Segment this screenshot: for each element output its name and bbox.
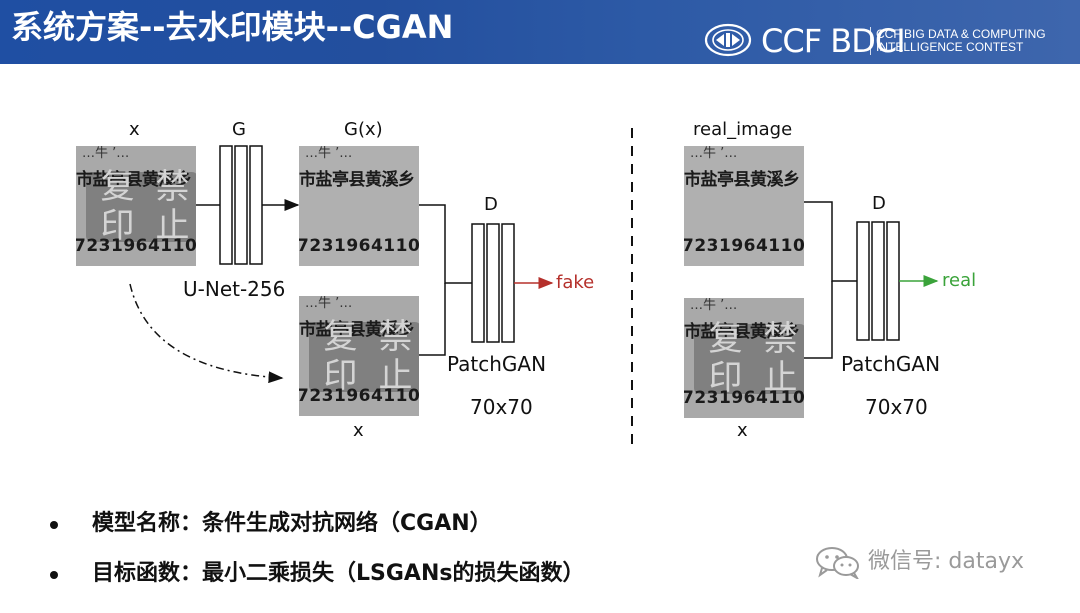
condition-x-label-right: x [737, 420, 748, 441]
stamp-char: 止 [155, 206, 190, 246]
image-number-text: 7231964110 [299, 386, 419, 406]
output-fake-label: fake [556, 272, 595, 293]
discriminator-label-left: D [484, 194, 498, 215]
image-address-text: 市盐亭县黄溪乡 [684, 322, 800, 342]
watermark-text: 微信号: datayx [868, 549, 1024, 574]
discriminator-block-right [856, 221, 900, 341]
stamp-char: 复 [100, 167, 135, 207]
logo-subtitle-line2: INTELLIGENCE CONTEST [876, 40, 1024, 54]
image-head-text: …牛 ’… [82, 146, 130, 161]
image-number-text: 7231964110 [684, 236, 804, 256]
watermark-stamp [86, 172, 196, 242]
discriminator-caption-right: PatchGAN [841, 352, 941, 376]
stamp-characters: 复 禁 印 止 [90, 168, 196, 246]
watermark-stamp [694, 324, 804, 394]
condition-image-right: …牛 ’… 市盐亭县黄溪乡 复 禁 印 止 7231964110 [684, 298, 804, 418]
image-number-text: 7231964110 [299, 236, 419, 256]
image-address-text: 市盐亭县黄溪乡 [76, 170, 192, 190]
wire-real-to-d [804, 201, 857, 282]
condition-x-label-left: x [353, 420, 364, 441]
logo-subtitle-line1: CCF BIG DATA & COMPUTING [876, 27, 1046, 41]
bullet-model-name: 模型名称：条件生成对抗网络（CGAN） [92, 511, 492, 536]
image-number-text: 7231964110 [76, 236, 196, 256]
stamp-char: 复 [323, 317, 358, 357]
generator-block [219, 145, 263, 265]
real-image-label: real_image [693, 119, 793, 140]
patch-size-left: 70x70 [470, 395, 533, 419]
image-head-text: …牛 ’… [305, 146, 353, 161]
input-image-watermarked: …牛 ’… 市盐亭县黄溪乡 复 禁 印 止 7231964110 [76, 146, 196, 266]
stamp-char: 印 [708, 358, 743, 398]
wire-gx-to-d [419, 204, 472, 284]
stamp-char: 止 [378, 356, 413, 396]
stamp-char: 印 [100, 206, 135, 246]
condition-dashed-arrow [129, 283, 284, 384]
discriminator-label-right: D [872, 193, 886, 214]
wire-xcond-to-d [419, 283, 446, 356]
header-bar: 系统方案--去水印模块--CGAN CCF BDCI CCF BIG DATA … [0, 0, 1080, 64]
stamp-char: 复 [708, 319, 743, 359]
stamp-char: 印 [323, 356, 358, 396]
bullet-dot [50, 571, 58, 579]
discriminator-caption-left: PatchGAN [447, 352, 547, 376]
generator-label: G [232, 119, 246, 140]
page-title: 系统方案--去水印模块--CGAN [11, 8, 454, 46]
image-number-text: 7231964110 [684, 388, 804, 408]
image-address-text: 市盐亭县黄溪乡 [299, 320, 415, 340]
stamp-characters: 复 禁 印 止 [698, 320, 804, 398]
input-x-label: x [129, 119, 140, 140]
patch-size-right: 70x70 [865, 395, 928, 419]
bullet-objective: 目标函数：最小二乘损失（LSGANs的损失函数） [92, 561, 585, 586]
condition-image-left: …牛 ’… 市盐亭县黄溪乡 复 禁 印 止 7231964110 [299, 296, 419, 416]
ccf-emblem-icon [704, 23, 752, 57]
watermark-stamp [309, 322, 419, 392]
output-real-label: real [942, 270, 977, 291]
image-address-text: 市盐亭县黄溪乡 [299, 170, 415, 190]
image-head-text: …牛 ’… [690, 146, 738, 161]
real-image: …牛 ’… 市盐亭县黄溪乡 7231964110 [684, 146, 804, 266]
stamp-char: 止 [763, 358, 798, 398]
generator-caption: U-Net-256 [183, 277, 286, 301]
stamp-char: 禁 [378, 317, 413, 357]
stamp-char: 禁 [763, 319, 798, 359]
bullet-dot [50, 521, 58, 529]
image-head-text: …牛 ’… [305, 296, 353, 311]
generated-image-clean: …牛 ’… 市盐亭县黄溪乡 7231964110 [299, 146, 419, 266]
generated-image-label: G(x) [344, 119, 383, 140]
stamp-char: 禁 [155, 167, 190, 207]
wechat-icon [816, 547, 859, 579]
image-address-text: 市盐亭县黄溪乡 [684, 170, 800, 190]
stamp-characters: 复 禁 印 止 [313, 318, 419, 396]
image-head-text: …牛 ’… [690, 298, 738, 313]
wire-xcond-to-d-right [804, 281, 833, 359]
logo-divider [870, 27, 871, 55]
discriminator-block-left [471, 223, 515, 343]
logo-brand: CCF BDCI [761, 22, 906, 60]
